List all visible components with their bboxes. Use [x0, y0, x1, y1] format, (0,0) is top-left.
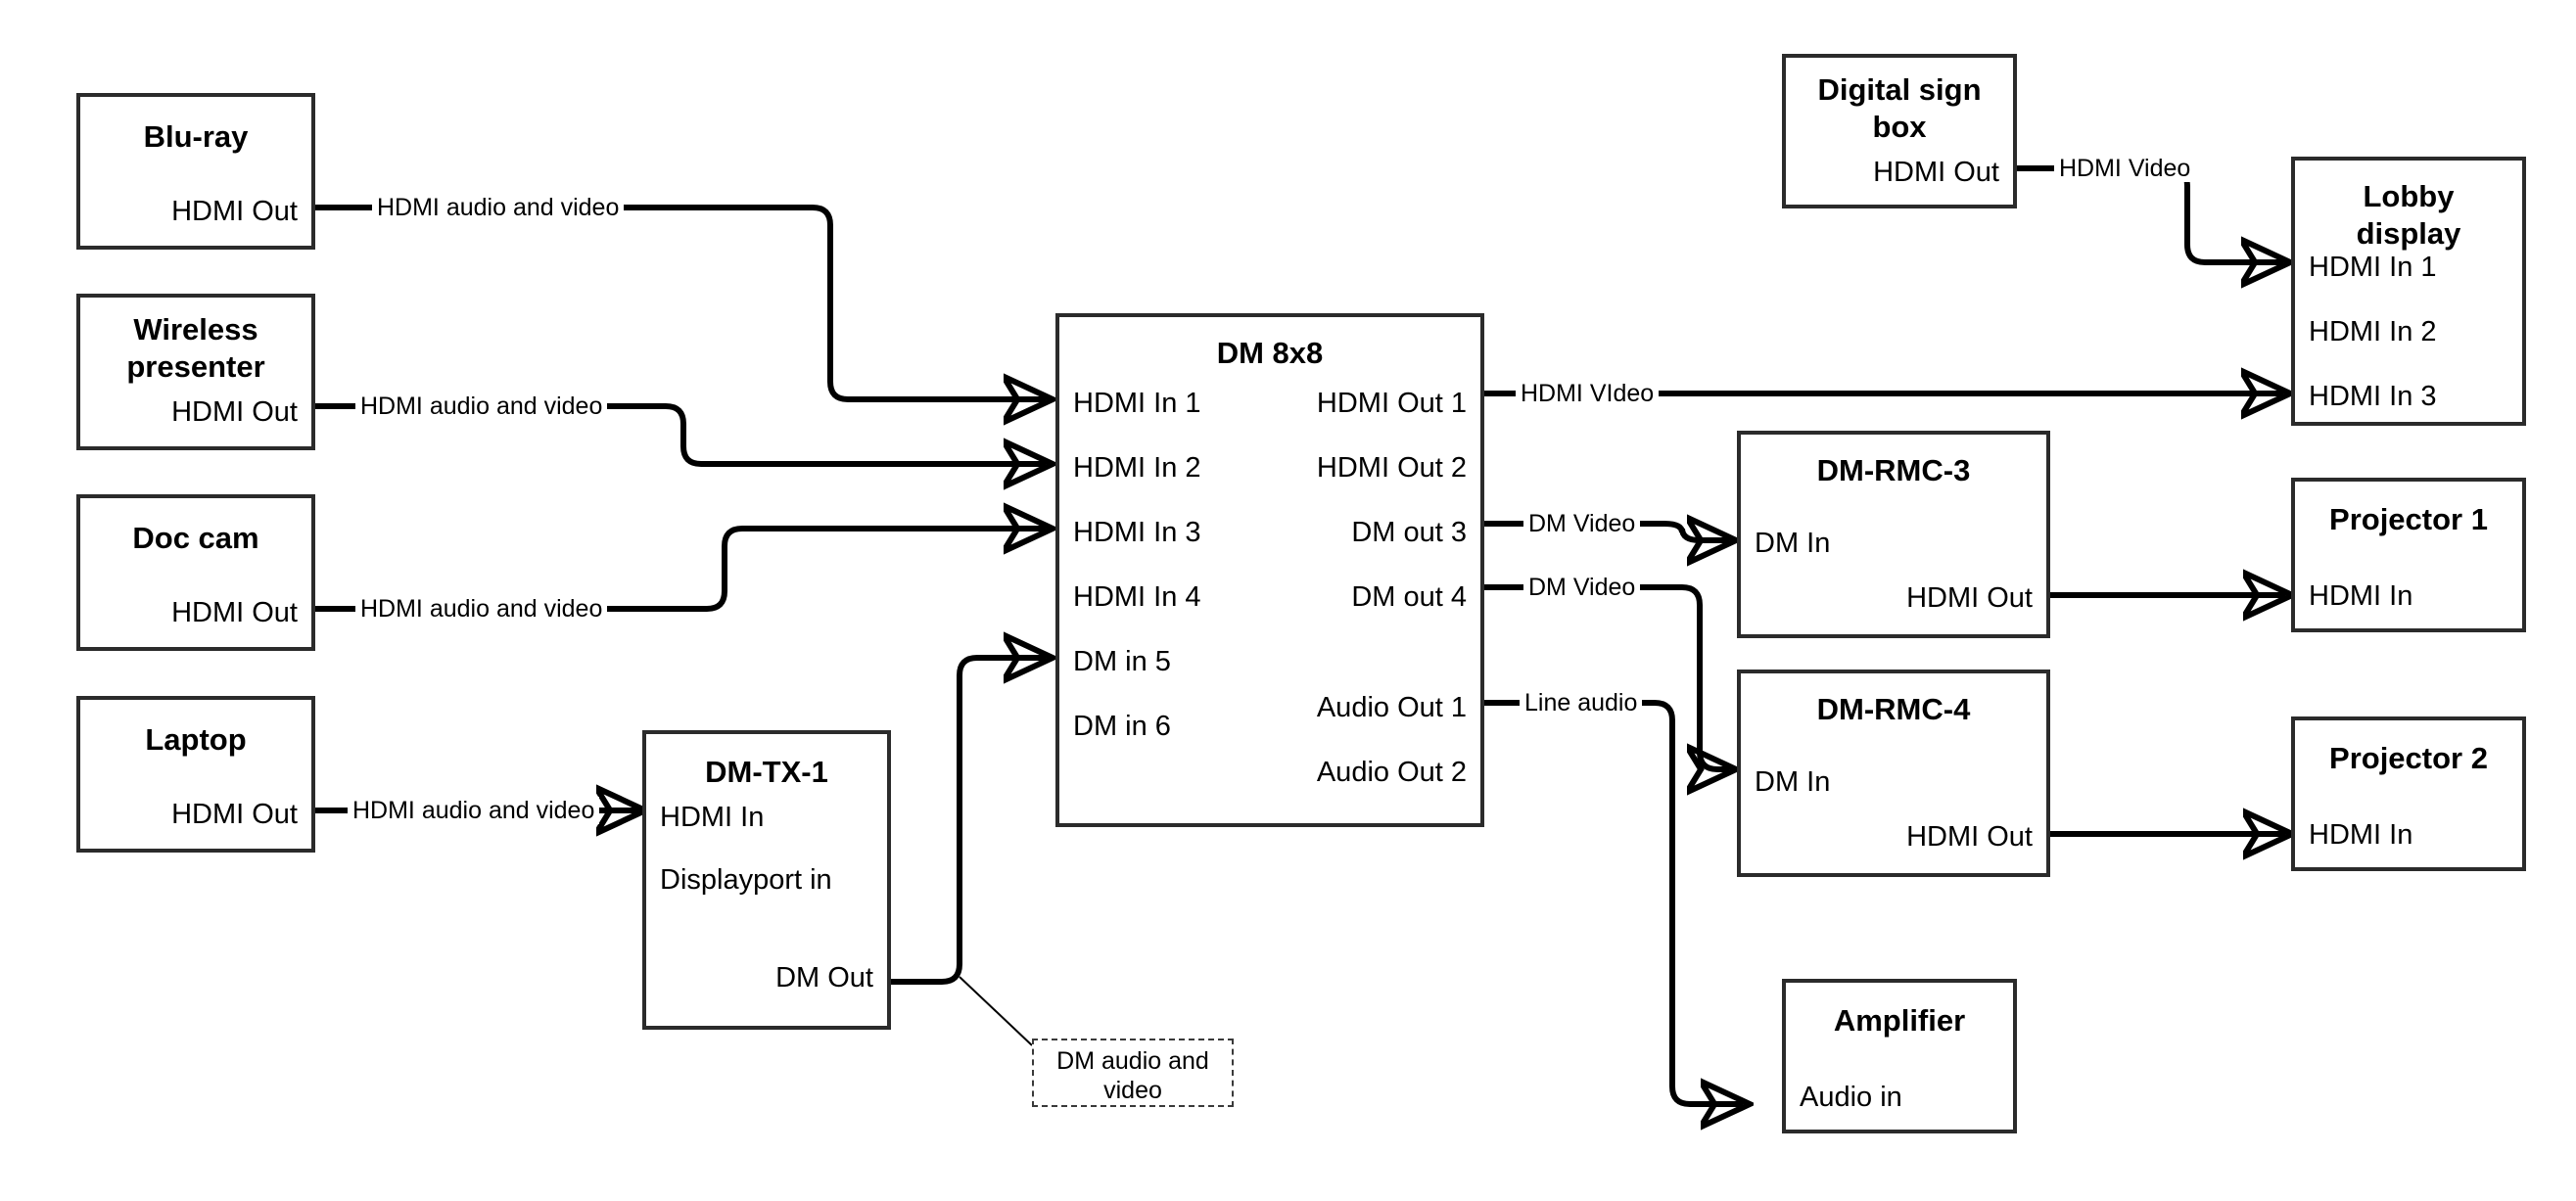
node-dm-8x8-title: DM 8x8 — [1216, 336, 1324, 370]
node-dm-rmc-4[interactable]: DM-RMC-4 DM In HDMI Out — [1737, 670, 2050, 877]
edge-label-bluray-to-hdmi-in-1: HDMI audio and video — [372, 194, 625, 221]
node-dm-8x8-port-dm-in-6: DM in 6 — [1073, 711, 1171, 742]
callout-dm-audio-video: DM audio and video — [1032, 1039, 1234, 1107]
node-dm-rmc-3[interactable]: DM-RMC-3 DM In HDMI Out — [1737, 431, 2050, 638]
node-digital-sign-box-port-hdmi-out: HDMI Out — [1873, 157, 1999, 188]
node-doc-cam-port-hdmi-out: HDMI Out — [171, 597, 298, 628]
node-wireless-presenter-port-hdmi-out: HDMI Out — [171, 396, 298, 428]
node-bluray[interactable]: Blu-ray HDMI Out — [76, 93, 315, 250]
node-dm-8x8-port-hdmi-in-2: HDMI In 2 — [1073, 452, 1201, 484]
node-projector-2-title: Projector 2 — [2329, 741, 2488, 775]
node-digital-sign-box-title: Digital sign box — [1817, 72, 1982, 144]
node-dm-8x8[interactable]: DM 8x8 HDMI In 1 HDMI In 2 HDMI In 3 HDM… — [1055, 313, 1484, 827]
node-projector-2[interactable]: Projector 2 HDMI In — [2291, 716, 2526, 871]
node-dm-8x8-port-hdmi-in-3: HDMI In 3 — [1073, 517, 1201, 548]
node-dm-8x8-port-audio-out-1: Audio Out 1 — [1316, 692, 1467, 723]
node-projector-1-title: Projector 1 — [2329, 502, 2488, 536]
node-amplifier[interactable]: Amplifier Audio in — [1782, 979, 2017, 1133]
node-lobby-display-port-hdmi-in-1: HDMI In 1 — [2309, 252, 2437, 283]
node-dm-8x8-port-dm-out-3: DM out 3 — [1351, 517, 1467, 548]
node-dm-8x8-port-dm-out-4: DM out 4 — [1351, 581, 1467, 613]
node-dm-rmc-4-port-hdmi-out: HDMI Out — [1906, 821, 2033, 853]
edge-label-doccam-to-hdmi-in-3: HDMI audio and video — [355, 595, 608, 623]
node-dm-tx-1-title: DM-TX-1 — [705, 755, 828, 789]
node-dm-rmc-3-title: DM-RMC-3 — [1816, 453, 1971, 487]
node-laptop-title: Laptop — [145, 722, 247, 757]
node-laptop[interactable]: Laptop HDMI Out — [76, 696, 315, 853]
edge-label-audio-out-1-to-amplifier: Line audio — [1520, 689, 1643, 716]
node-projector-2-port-hdmi-in: HDMI In — [2309, 819, 2413, 851]
edge-label-hdmi-out-1-to-lobby-in-3: HDMI VIdeo — [1516, 380, 1660, 407]
node-dm-rmc-3-port-dm-in: DM In — [1755, 528, 1831, 559]
node-doc-cam-title: Doc cam — [132, 521, 259, 555]
node-dm-8x8-port-hdmi-out-2: HDMI Out 2 — [1316, 452, 1467, 484]
callout-dm-audio-video-text: DM audio and video — [1056, 1047, 1209, 1104]
node-lobby-display[interactable]: Lobby display HDMI In 1 HDMI In 2 HDMI I… — [2291, 157, 2526, 426]
node-dm-8x8-port-hdmi-in-4: HDMI In 4 — [1073, 581, 1201, 613]
edge-label-sign-to-lobby: HDMI Video — [2054, 155, 2196, 182]
node-bluray-title: Blu-ray — [143, 119, 249, 154]
node-dm-rmc-3-port-hdmi-out: HDMI Out — [1906, 582, 2033, 614]
node-dm-8x8-port-hdmi-in-1: HDMI In 1 — [1073, 388, 1201, 419]
node-amplifier-title: Amplifier — [1833, 1003, 1966, 1038]
node-dm-rmc-4-title: DM-RMC-4 — [1816, 692, 1971, 726]
node-wireless-presenter-title: Wireless presenter — [126, 312, 265, 384]
edge-label-wireless-to-hdmi-in-2: HDMI audio and video — [355, 393, 608, 420]
node-dm-tx-1-port-dm-out: DM Out — [775, 962, 873, 993]
node-dm-tx-1-port-displayport-in: Displayport in — [660, 864, 832, 896]
node-projector-1-port-hdmi-in: HDMI In — [2309, 580, 2413, 612]
edge-label-laptop-to-dm-tx-1: HDMI audio and video — [348, 797, 600, 824]
node-projector-1[interactable]: Projector 1 HDMI In — [2291, 478, 2526, 632]
node-doc-cam[interactable]: Doc cam HDMI Out — [76, 494, 315, 651]
node-lobby-display-title: Lobby display — [2356, 179, 2461, 251]
node-dm-8x8-port-dm-in-5: DM in 5 — [1073, 646, 1171, 677]
node-digital-sign-box[interactable]: Digital sign box HDMI Out — [1782, 54, 2017, 208]
node-bluray-port-hdmi-out: HDMI Out — [171, 196, 298, 227]
node-amplifier-port-audio-in: Audio in — [1800, 1082, 1902, 1113]
node-dm-rmc-4-port-dm-in: DM In — [1755, 766, 1831, 798]
node-lobby-display-port-hdmi-in-3: HDMI In 3 — [2309, 381, 2437, 412]
node-wireless-presenter[interactable]: Wireless presenter HDMI Out — [76, 294, 315, 450]
node-dm-tx-1[interactable]: DM-TX-1 HDMI In Displayport in DM Out — [642, 730, 891, 1030]
node-lobby-display-port-hdmi-in-2: HDMI In 2 — [2309, 316, 2437, 347]
node-dm-8x8-port-hdmi-out-1: HDMI Out 1 — [1316, 388, 1467, 419]
node-dm-8x8-port-audio-out-2: Audio Out 2 — [1316, 757, 1467, 788]
edge-label-dm-out-4-to-rmc-4: DM Video — [1523, 574, 1641, 601]
edge-label-dm-out-3-to-rmc-3: DM Video — [1523, 510, 1641, 537]
node-laptop-port-hdmi-out: HDMI Out — [171, 799, 298, 830]
node-dm-tx-1-port-hdmi-in: HDMI In — [660, 802, 765, 833]
